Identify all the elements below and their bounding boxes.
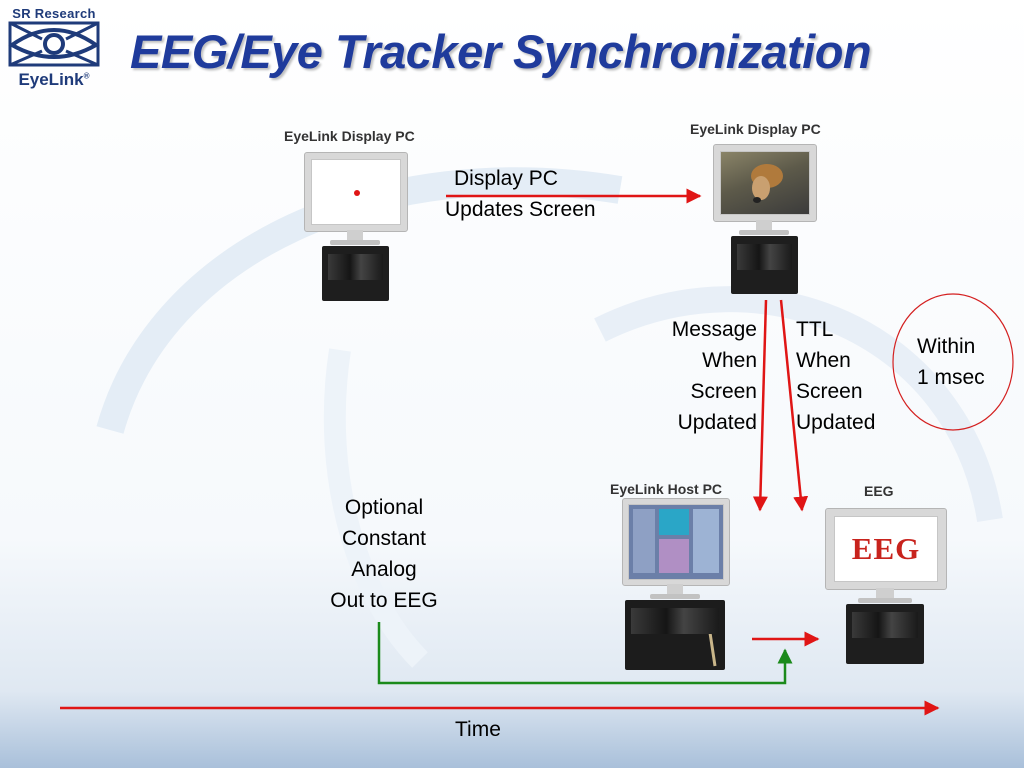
ttl-line-4: Updated [796,411,876,434]
sr-research-logo: SR Research EyeLink® [4,6,104,96]
monitor-base [650,594,700,599]
message-line-3: Screen [690,380,757,403]
monitor: EEG [825,508,947,590]
ttl-line-3: Screen [796,380,863,403]
message-text: Message When Screen Updated [640,314,757,438]
monitor-neck [667,584,683,596]
ttl-line-1: TTL [796,318,834,341]
pc-tower [322,246,389,301]
pc-tower-with-cables [625,600,725,670]
logo-top-text: SR Research [12,6,96,21]
analog-out-arrow [377,622,793,685]
display-update-line-1: Display PC [454,167,558,190]
within-circle [892,293,1014,431]
slide-title: EEG/Eye Tracker Synchronization [130,25,872,78]
within-line-1: Within [917,335,976,358]
logo-bottom-text: EyeLink [18,70,84,89]
message-arrow [752,299,768,512]
within-text: Within 1 msec [917,331,985,393]
analog-line-2: Constant [341,527,427,550]
monitor [304,152,408,232]
pc-tower [731,236,798,294]
display-pc-label-right: EyeLink Display PC [690,121,821,137]
dog-photo-icon [751,164,783,203]
eeg-screen: EEG [834,516,938,582]
monitor-base [330,240,380,245]
analog-text: Optional Constant Analog Out to EEG [304,492,464,616]
monitor-neck [876,588,894,600]
message-line-2: When [702,349,757,372]
message-line-4: Updated [677,411,757,434]
display-update-text: Display PC Updates Screen [445,163,596,225]
ttl-arrow [779,299,809,512]
analog-line-1: Optional [344,496,424,519]
monitor [622,498,730,586]
analog-line-3: Analog [351,558,417,581]
screen-blank [311,159,401,225]
time-label: Time [455,718,501,741]
monitor-neck [756,220,772,232]
message-line-1: Message [671,318,757,341]
host-pc-label: EyeLink Host PC [610,481,723,497]
display-update-line-2: Updates Screen [445,198,596,221]
screen-image [720,151,810,215]
eeg-screen-text: EEG [851,531,921,566]
eye-logo-icon [8,21,100,67]
ttl-line-2: When [796,349,851,372]
pc-tower [846,604,924,664]
monitor [713,144,817,222]
within-line-2: 1 msec [917,366,985,389]
host-screen-ui [628,504,724,580]
display-pc-label-left: EyeLink Display PC [284,128,415,144]
monitor-neck [347,230,363,242]
fixation-dot [354,190,360,196]
monitor-base [739,230,789,235]
ttl-text: TTL When Screen Updated [796,314,875,438]
registered-mark: ® [83,71,90,81]
analog-line-4: Out to EEG [330,589,438,612]
eeg-label: EEG [864,483,894,499]
monitor-base [858,598,912,603]
